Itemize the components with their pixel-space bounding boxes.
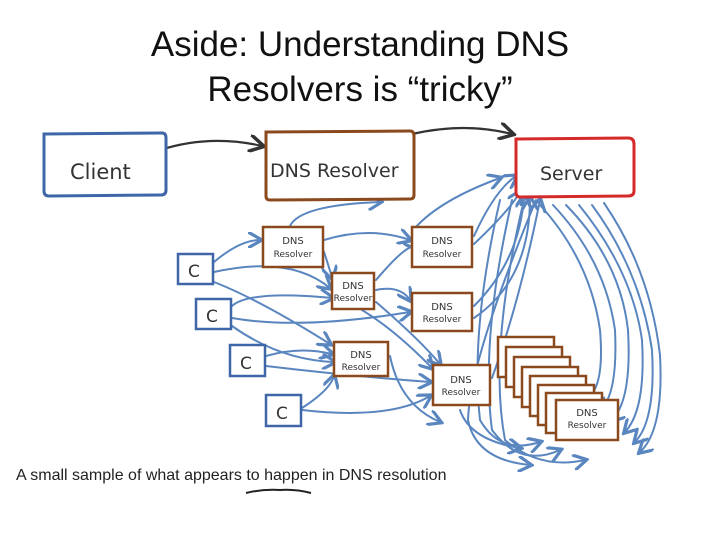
query-arrow-22 [414,178,500,229]
query-arrow-3 [231,295,332,307]
small-resolver-3: DNS Resolver [330,271,376,311]
client-box: Client [42,131,168,198]
diagram-caption: A small sample of what appears to happen… [16,467,447,484]
query-arrow-11 [289,202,380,227]
server-return-arrow-5 [591,204,654,442]
server-return-arrow-2 [552,204,617,410]
title-line-1: Aside: Understanding DNS [150,25,570,64]
small-resolver-dns-text: DNS [282,236,304,247]
query-arrow-8 [301,396,430,414]
small-resolver-word-text: Resolver [442,388,481,398]
small-client-label: C [276,404,288,424]
server-box: Server [514,136,636,199]
server-label: Server [540,163,602,185]
main-resolver-label: DNS Resolver [270,160,399,182]
query-arrow-4 [231,312,410,324]
query-arrow-10 [231,325,334,362]
query-arrow-1 [213,240,260,263]
query-arrow-17 [361,309,432,368]
small-resolver-dns-text: DNS [431,302,453,313]
small-resolver-1: DNS Resolver [261,225,325,269]
client-to-resolver-arrow [158,141,262,150]
query-arrow-16 [375,301,440,364]
small-resolver-6: DNS Resolver [431,363,492,407]
server-return-arrow-6 [603,202,662,452]
query-arrow-14 [375,247,416,281]
server-return-arrow-3 [565,204,630,420]
small-client-2: C [194,297,233,331]
client-label: Client [70,160,131,184]
small-client-label: C [240,354,252,374]
small-resolver-dns-text: DNS [431,236,453,247]
server-return-arrow-4 [578,204,644,432]
small-resolver-word-text: Resolver [342,363,381,373]
small-resolver-4: DNS Resolver [410,291,474,333]
small-client-label: C [206,307,218,327]
small-resolver-2: DNS Resolver [410,225,474,269]
small-resolver-word-text: Resolver [423,315,462,325]
small-resolver-word-text: Resolver [423,250,462,260]
small-resolver-dns-text: DNS [342,281,364,292]
title-line-2: Resolvers is “tricky” [207,70,513,109]
query-arrow-24 [389,355,440,422]
server-return-arrow-9 [498,199,585,463]
resolver-to-server-arrow [410,128,512,134]
small-resolver-5: DNS Resolver [332,340,390,378]
small-client-label: C [188,262,200,282]
query-arrow-9 [213,281,330,344]
server-return-arrow-1 [539,204,602,400]
small-resolver-word-text: Resolver [334,294,373,304]
query-arrow-2 [213,265,330,288]
small-client-3: C [228,343,267,378]
query-arrow-15 [375,289,410,300]
small-client-1: C [176,252,215,286]
stacked-resolver-word-text: Resolver [568,421,607,431]
small-client-4: C [264,393,303,428]
query-arrow-7 [301,376,334,409]
resolver-stack: DNSResolverDNSResolverDNSResolverDNSReso… [496,335,620,442]
stacked-resolver-dns-text: DNS [576,408,598,419]
stacked-resolver-8: DNS Resolver [554,398,620,442]
main-resolver-box: DNS Resolver [264,129,416,202]
caption-underline [245,488,312,494]
query-arrow-5 [265,350,332,356]
small-resolver-word-text: Resolver [274,250,313,260]
small-resolver-dns-text: DNS [350,350,372,361]
query-arrow-12 [323,233,410,240]
slide-title: Aside: Understanding DNS Resolvers is “t… [0,22,720,112]
server-return-arrow-11 [459,409,520,448]
small-resolver-dns-text: DNS [450,375,472,386]
query-arrow-18 [473,176,516,237]
